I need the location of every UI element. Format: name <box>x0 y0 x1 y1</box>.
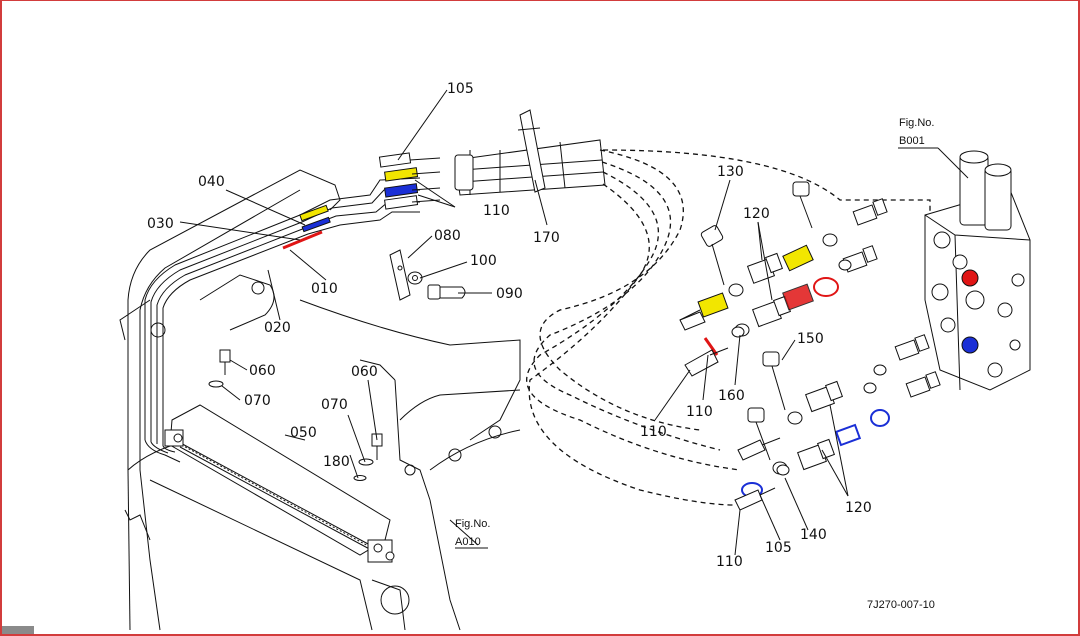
callout-120-top: 120 <box>743 206 770 222</box>
callout-105: 105 <box>447 81 474 97</box>
blue-coupler <box>834 423 862 447</box>
callout-030: 030 <box>147 216 174 232</box>
callout-140: 140 <box>800 527 827 543</box>
dust-cap-lower <box>747 351 803 475</box>
drawing-code: 7J270-007-10 <box>867 599 935 611</box>
callout-110-left: 110 <box>640 424 667 440</box>
callout-160: 160 <box>718 388 745 404</box>
callout-180: 180 <box>323 454 350 470</box>
couplers <box>679 181 941 511</box>
fig-ref-a010-code: A010 <box>455 536 481 548</box>
callout-070-right: 070 <box>321 397 348 413</box>
loader-arm <box>119 169 521 631</box>
dust-cap-upper-2 <box>792 181 838 247</box>
fig-ref-b001: Fig.No. B001 <box>899 117 934 147</box>
hose-bundle <box>454 109 606 196</box>
leader-lines <box>179 89 969 556</box>
blue-o-ring <box>870 409 890 427</box>
callout-labels: 105 040 030 110 170 080 100 010 090 020 … <box>147 81 872 570</box>
callout-060-right: 060 <box>351 364 378 380</box>
steel-pipes <box>144 177 421 463</box>
callout-060-left: 060 <box>249 363 276 379</box>
fig-ref-b001-code: B001 <box>899 135 925 147</box>
callout-010: 010 <box>311 281 338 297</box>
callout-100: 100 <box>470 253 497 269</box>
callout-070-left: 070 <box>244 393 271 409</box>
callout-170: 170 <box>533 230 560 246</box>
fig-ref-a010: Fig.No. A010 <box>455 518 490 548</box>
yellow-coupler-right <box>782 244 814 272</box>
pipe-end-fittings <box>282 152 441 250</box>
fig-ref-a010-caption: Fig.No. <box>455 518 490 530</box>
yellow-coupler-left <box>697 292 729 318</box>
callout-105-bottom: 105 <box>765 540 792 556</box>
status-corner <box>2 626 34 634</box>
callout-080: 080 <box>434 228 461 244</box>
pipe-guide-cover <box>164 404 395 563</box>
callout-110-bottom: 110 <box>716 554 743 570</box>
clamp-bracket <box>389 249 466 301</box>
hydraulic-hoses <box>526 149 931 506</box>
callout-150: 150 <box>797 331 824 347</box>
dust-cap-upper <box>700 225 750 337</box>
callout-050: 050 <box>290 425 317 441</box>
callout-090: 090 <box>496 286 523 302</box>
callout-110-mid: 110 <box>686 404 713 420</box>
callout-020: 020 <box>264 320 291 336</box>
control-valve <box>924 150 1031 391</box>
callout-110-top: 110 <box>483 203 510 219</box>
red-o-ring <box>813 277 839 297</box>
fig-ref-b001-caption: Fig.No. <box>899 117 934 129</box>
callout-120-bottom: 120 <box>845 500 872 516</box>
red-coupler <box>782 283 814 311</box>
callout-040: 040 <box>198 174 225 190</box>
callout-130: 130 <box>717 164 744 180</box>
red-marker <box>703 337 719 356</box>
